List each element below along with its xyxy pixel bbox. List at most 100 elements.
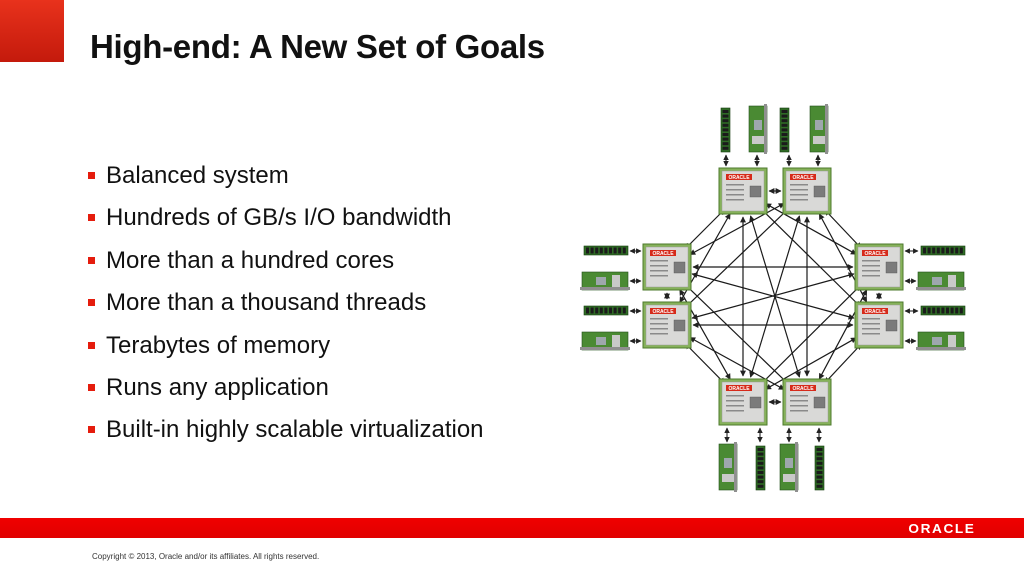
chip-print-line <box>726 194 744 196</box>
memory-chip <box>590 307 594 314</box>
interconnect-link <box>824 343 862 384</box>
memory-chip <box>595 247 599 254</box>
chip-logo-text: ORACLE <box>728 175 750 181</box>
memory-chip <box>604 307 608 314</box>
memory-chip <box>781 146 788 150</box>
chip-print-line <box>862 270 880 272</box>
corner-brand-block <box>0 0 64 62</box>
memory-chip <box>816 452 823 456</box>
chip-code-mark <box>749 185 762 198</box>
bullet-square-icon <box>88 256 95 264</box>
chip-print-line <box>790 189 808 191</box>
memory-chip <box>816 466 823 470</box>
memory-chip <box>722 142 729 146</box>
chip-logo-text: ORACLE <box>728 386 750 392</box>
memory-chip <box>936 247 940 254</box>
chip-logo-text: ORACLE <box>864 251 886 257</box>
memory-chip <box>757 475 764 479</box>
chip-print-line <box>726 184 744 186</box>
memory-chip <box>722 128 729 132</box>
io-card-connector <box>722 474 734 482</box>
io-card-connector <box>813 136 825 144</box>
memory-chip <box>781 137 788 141</box>
chip-logo-badge <box>650 308 676 314</box>
interconnect-link <box>684 343 726 384</box>
bullet-text: More than a hundred cores <box>106 246 395 274</box>
io-card-connector <box>752 136 764 144</box>
io-card <box>718 442 738 492</box>
slide-title: High-end: A New Set of Goals <box>90 28 545 65</box>
bullet-text: Runs any application <box>106 373 329 401</box>
chip-code-mark <box>673 261 686 274</box>
memory-module <box>583 245 629 256</box>
memory-chip <box>757 480 764 484</box>
memory-chip <box>757 452 764 456</box>
memory-module <box>920 245 966 256</box>
memory-chip <box>595 307 599 314</box>
memory-chip <box>946 247 949 254</box>
chip-print-line <box>726 199 744 201</box>
chip-print-line <box>790 184 808 186</box>
io-card-bracket <box>916 347 966 350</box>
processor-chip: ORACLE <box>782 167 832 215</box>
io-card <box>779 442 799 492</box>
memory-chip <box>816 484 823 488</box>
chip-print-line <box>790 405 808 407</box>
memory-chip <box>722 110 729 113</box>
chip-code-mark <box>749 396 762 409</box>
chip-logo-text: ORACLE <box>864 309 886 315</box>
memory-chip <box>932 247 936 254</box>
bullet-text: Terabytes of memory <box>106 331 331 359</box>
peripheral-components <box>580 104 966 492</box>
memory-chip <box>722 146 729 150</box>
memory-chip <box>941 307 945 314</box>
chip-code-mark <box>885 319 898 332</box>
bullet-item: Hundreds of GB/s I/O bandwidth <box>86 204 526 232</box>
memory-chip <box>923 307 926 314</box>
chip-print-line <box>862 265 880 267</box>
chip-logo-text: ORACLE <box>792 386 814 392</box>
memory-chip <box>781 128 788 132</box>
memory-chip <box>927 247 931 254</box>
bullet-text: Hundreds of GB/s I/O bandwidth <box>106 204 452 232</box>
io-card <box>916 271 966 291</box>
chip-print-line <box>790 395 808 397</box>
bullet-item: Runs any application <box>86 374 526 402</box>
memory-chip <box>781 133 788 136</box>
processor-chip: ORACLE <box>854 301 904 349</box>
io-card-bracket <box>580 287 630 290</box>
interconnect-link <box>824 209 862 249</box>
io-card-connector <box>612 335 620 347</box>
chip-code-mark <box>885 261 898 274</box>
memory-chip <box>613 247 617 254</box>
io-card-bracket <box>916 287 966 290</box>
chip-logo-badge <box>862 250 888 256</box>
chip-logo-badge <box>726 174 752 180</box>
memory-chip <box>586 247 589 254</box>
memory-chip <box>604 247 608 254</box>
memory-chip <box>722 119 729 123</box>
memory-chip <box>955 307 959 314</box>
memory-chip <box>599 307 603 314</box>
bullet-text: Built-in highly scalable virtualization <box>106 416 484 444</box>
memory-chip <box>781 110 788 113</box>
chip-code-mark <box>813 396 826 409</box>
memory-chip <box>816 461 823 465</box>
bullet-square-icon <box>88 214 95 222</box>
io-card <box>748 104 768 154</box>
memory-chip <box>781 114 788 118</box>
memory-chip <box>816 457 823 461</box>
chip-logo-badge <box>650 250 676 256</box>
memory-chip <box>590 247 594 254</box>
chip-print-line <box>862 323 880 325</box>
memory-chip <box>757 471 764 474</box>
chip-print-line <box>650 333 668 335</box>
chip-print-line <box>862 328 880 330</box>
memory-chip <box>722 114 729 118</box>
io-card-chip <box>785 458 793 468</box>
io-card-bracket <box>734 442 737 492</box>
io-card <box>580 271 630 291</box>
io-card-connector <box>948 275 956 287</box>
memory-chip <box>613 307 617 314</box>
